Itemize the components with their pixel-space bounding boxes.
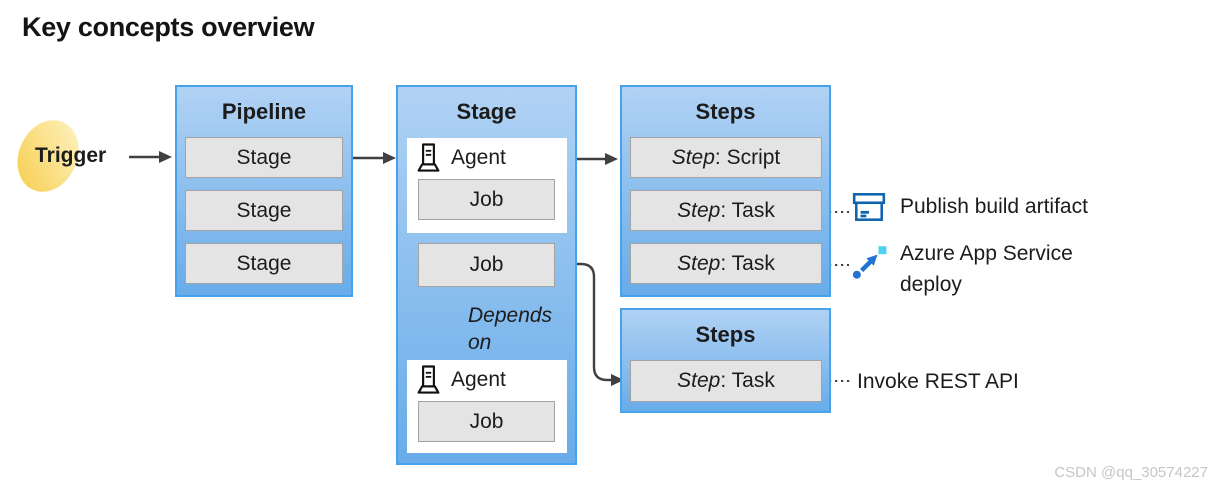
step-prefix: Step bbox=[677, 251, 721, 275]
steps-header: Steps bbox=[695, 99, 756, 124]
trigger-label: Trigger bbox=[35, 144, 107, 167]
watermark: CSDN @qq_30574227 bbox=[1054, 464, 1208, 481]
steps-header: Steps bbox=[695, 322, 756, 347]
steps-box-top: Steps Step: Script Step: Task Step: Task bbox=[620, 85, 831, 297]
step-item-script: Step: Script bbox=[630, 137, 822, 178]
agent-group-2: Agent Job bbox=[407, 360, 567, 453]
stage-box: Stage Agent Job Job Depends on bbox=[396, 85, 577, 465]
stage-item-3: Stage bbox=[185, 243, 343, 284]
job-item: Job bbox=[418, 179, 555, 220]
step-rest: : Task bbox=[720, 198, 775, 222]
azure-app-service-deploy-icon bbox=[852, 246, 887, 279]
agent-group-1: Agent Job bbox=[407, 138, 567, 233]
step-rest: : Task bbox=[720, 251, 775, 275]
step-prefix: Step bbox=[677, 369, 721, 392]
step-item-task-1: Step: Task bbox=[630, 190, 822, 231]
step-rest: : Task bbox=[720, 369, 775, 392]
pipeline-box: Pipeline Stage Stage Stage bbox=[175, 85, 353, 297]
step-rest: : Script bbox=[714, 145, 781, 169]
agent-row: Agent bbox=[415, 142, 506, 174]
job-item: Job bbox=[418, 401, 555, 442]
publish-build-artifact-icon bbox=[852, 193, 886, 221]
step-prefix: Step bbox=[677, 198, 721, 222]
agent-icon bbox=[417, 143, 440, 172]
stage-header: Stage bbox=[456, 99, 517, 124]
trigger-to-pipeline-arrow bbox=[129, 151, 172, 163]
stage-item-2: Stage bbox=[185, 190, 343, 231]
pipeline-header: Pipeline bbox=[221, 99, 307, 124]
agent-row: Agent bbox=[415, 364, 506, 396]
agent-icon bbox=[417, 365, 440, 394]
stage-item-1: Stage bbox=[185, 137, 343, 178]
azure-app-service-deploy-label: Azure App Service deploy bbox=[900, 242, 1073, 296]
steps-box-bottom: Steps Step: Task bbox=[620, 308, 831, 413]
page-title: Key concepts overview bbox=[22, 12, 315, 42]
step-item-task-2: Step: Task bbox=[630, 243, 822, 284]
job-item-floating: Job bbox=[418, 243, 555, 287]
step-prefix: Step bbox=[671, 145, 715, 169]
agent-label: Agent bbox=[451, 368, 506, 391]
agent-label: Agent bbox=[451, 146, 506, 169]
depends-on-label: Depends on bbox=[468, 304, 553, 354]
publish-build-artifact-label: Publish build artifact bbox=[900, 195, 1088, 218]
invoke-rest-api-label: Invoke REST API bbox=[857, 370, 1019, 393]
step-item-task-3: Step: Task bbox=[630, 360, 822, 402]
